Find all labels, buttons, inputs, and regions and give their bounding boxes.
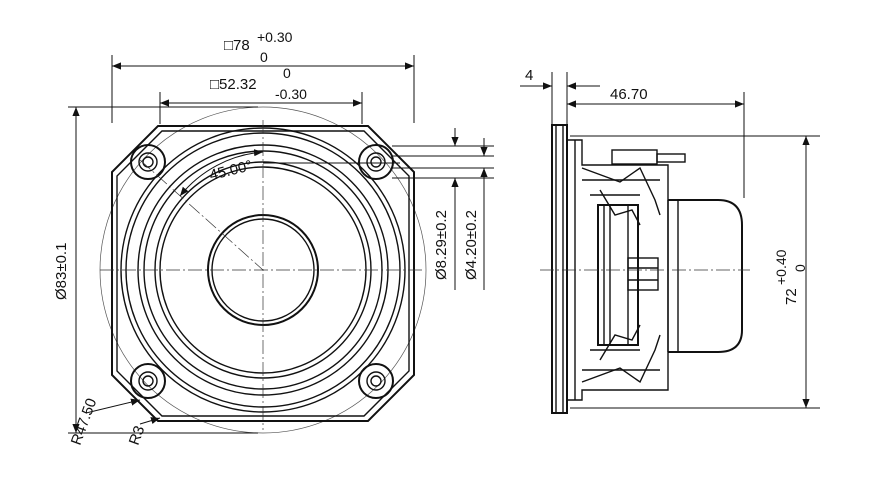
dim-square-inner: □52.32 0 -0.30 — [159, 65, 363, 124]
radius-large-label: R47.50 — [68, 396, 101, 447]
dim-flange-thickness: 4 — [520, 67, 600, 124]
height-tol-lower: 0 — [792, 264, 808, 272]
basket-body — [566, 139, 669, 401]
height-label: 72 — [783, 288, 800, 305]
terminal-center — [627, 257, 659, 291]
mounting-hole-top-left — [130, 144, 166, 180]
mounting-hole-bottom-left — [130, 363, 166, 399]
square-frame — [111, 125, 415, 422]
dim-square-outer: □78 +0.30 0 — [111, 29, 415, 123]
dim-outer-diameter: Ø83±0.1 — [53, 106, 258, 434]
flange-thickness-label: 4 — [525, 67, 533, 84]
dim-height: 72 +0.40 0 — [570, 135, 820, 409]
depth-label: 46.70 — [610, 86, 648, 103]
terminal-tab — [611, 149, 658, 165]
mounting-hole-bottom-right — [358, 363, 394, 399]
square-inner-value: □52.32 — [210, 76, 257, 93]
center-line-diagonal — [139, 159, 264, 271]
motor — [597, 204, 639, 346]
hole-pcd-label: Ø8.29±0.2 — [433, 210, 450, 280]
front-view: 45.00° — [99, 106, 427, 434]
dim-radius-small: R3 — [126, 417, 161, 448]
hole-diameter-label: Ø4.20±0.2 — [463, 210, 480, 280]
square-inner-tol-upper: 0 — [283, 65, 291, 81]
square-outer-tol-upper: +0.30 — [257, 29, 293, 45]
square-outer-value: □78 — [224, 37, 250, 54]
magnet-cap — [668, 199, 743, 353]
side-view — [540, 124, 750, 414]
square-inner-tol-lower: -0.30 — [275, 86, 307, 102]
dim-hole-diameter: Ø4.20±0.2 — [392, 138, 494, 290]
dim-depth: 46.70 — [567, 86, 745, 198]
outer-diameter-label: Ø83±0.1 — [53, 243, 70, 300]
flange — [551, 124, 568, 414]
dim-hole-pcd: Ø8.29±0.2 — [392, 128, 494, 290]
height-tol-upper: +0.40 — [773, 249, 789, 285]
square-outer-tol-lower: 0 — [260, 49, 268, 65]
mounting-hole-top-right — [358, 144, 394, 180]
angle-arc — [179, 149, 264, 197]
radius-small-label: R3 — [126, 424, 149, 448]
